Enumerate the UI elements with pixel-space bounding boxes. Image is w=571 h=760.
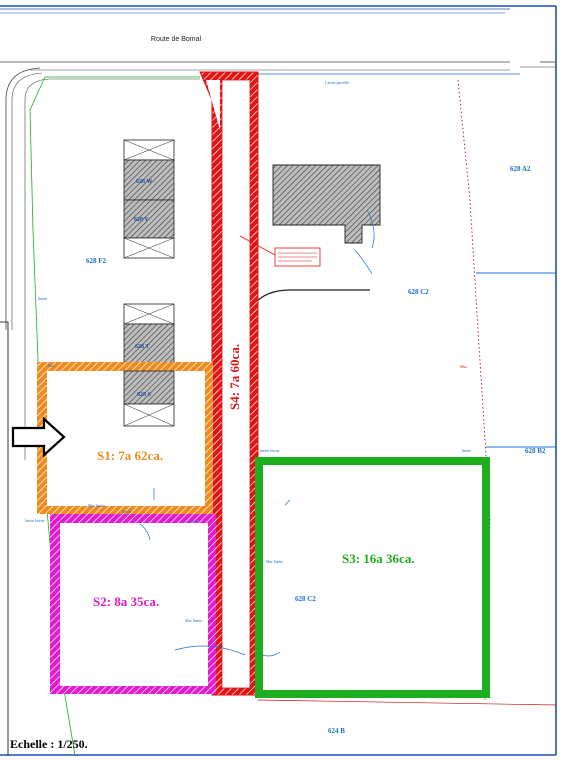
- frame-left-inset: [0, 321, 9, 755]
- scale-label: Echelle : 1/250.: [10, 737, 88, 751]
- svg-text:Mur limite: Mur limite: [266, 559, 283, 564]
- lot-label-s3: S3: 16a 36ca.: [342, 551, 415, 566]
- svg-text:Mur: Mur: [460, 364, 468, 369]
- svg-text:limite: limite: [38, 296, 48, 301]
- building-label-628t: 628 T: [135, 344, 149, 350]
- road-label: Route de Bomal: [151, 36, 202, 43]
- lot-label-s1: S1: 7a 62ca.: [97, 448, 163, 463]
- lot-label-s2: S2: 8a 35ca.: [93, 594, 159, 609]
- svg-text:Mur limite: Mur limite: [185, 618, 202, 623]
- building-628v: [123, 199, 175, 239]
- building-628w: [123, 159, 175, 201]
- boundary-line-red: [457, 79, 491, 701]
- svg-text:limite borne: limite borne: [260, 448, 280, 453]
- parcel-label-628a2: 628 A2: [510, 165, 531, 173]
- svg-text:limite: limite: [122, 509, 132, 514]
- parcel-label-628b2: 628 B2: [525, 447, 546, 455]
- parcel-label-628f2: 628 F2: [86, 257, 107, 265]
- svg-text:Limite parcelle: Limite parcelle: [325, 80, 350, 85]
- svg-text:Mur: Mur: [48, 363, 56, 368]
- building-label-628v: 628 V: [134, 217, 149, 223]
- lot-s3-border: [255, 457, 490, 698]
- parcel-label-628c2-lower: 628 C2: [295, 595, 316, 603]
- pointer-arrow-icon: [11, 416, 66, 458]
- building-label-628s: 628 S: [137, 392, 152, 398]
- lot-s4-interior: [221, 79, 251, 689]
- svg-text:limite borne: limite borne: [25, 518, 45, 523]
- svg-text:limite: limite: [462, 448, 472, 453]
- lot-label-s4: S4: 7a 60ca.: [227, 344, 242, 410]
- svg-text:Mur limite: Mur limite: [88, 503, 105, 508]
- building-628t: [123, 323, 175, 365]
- parcel-label-624b: 624 B: [328, 727, 345, 735]
- building-right: [272, 164, 381, 244]
- lot-s2-interior: [60, 523, 208, 686]
- svg-text:mur: mur: [190, 518, 197, 523]
- building-label-628w: 628 W: [136, 179, 152, 185]
- parcel-label-628c2: 628 C2: [408, 288, 429, 296]
